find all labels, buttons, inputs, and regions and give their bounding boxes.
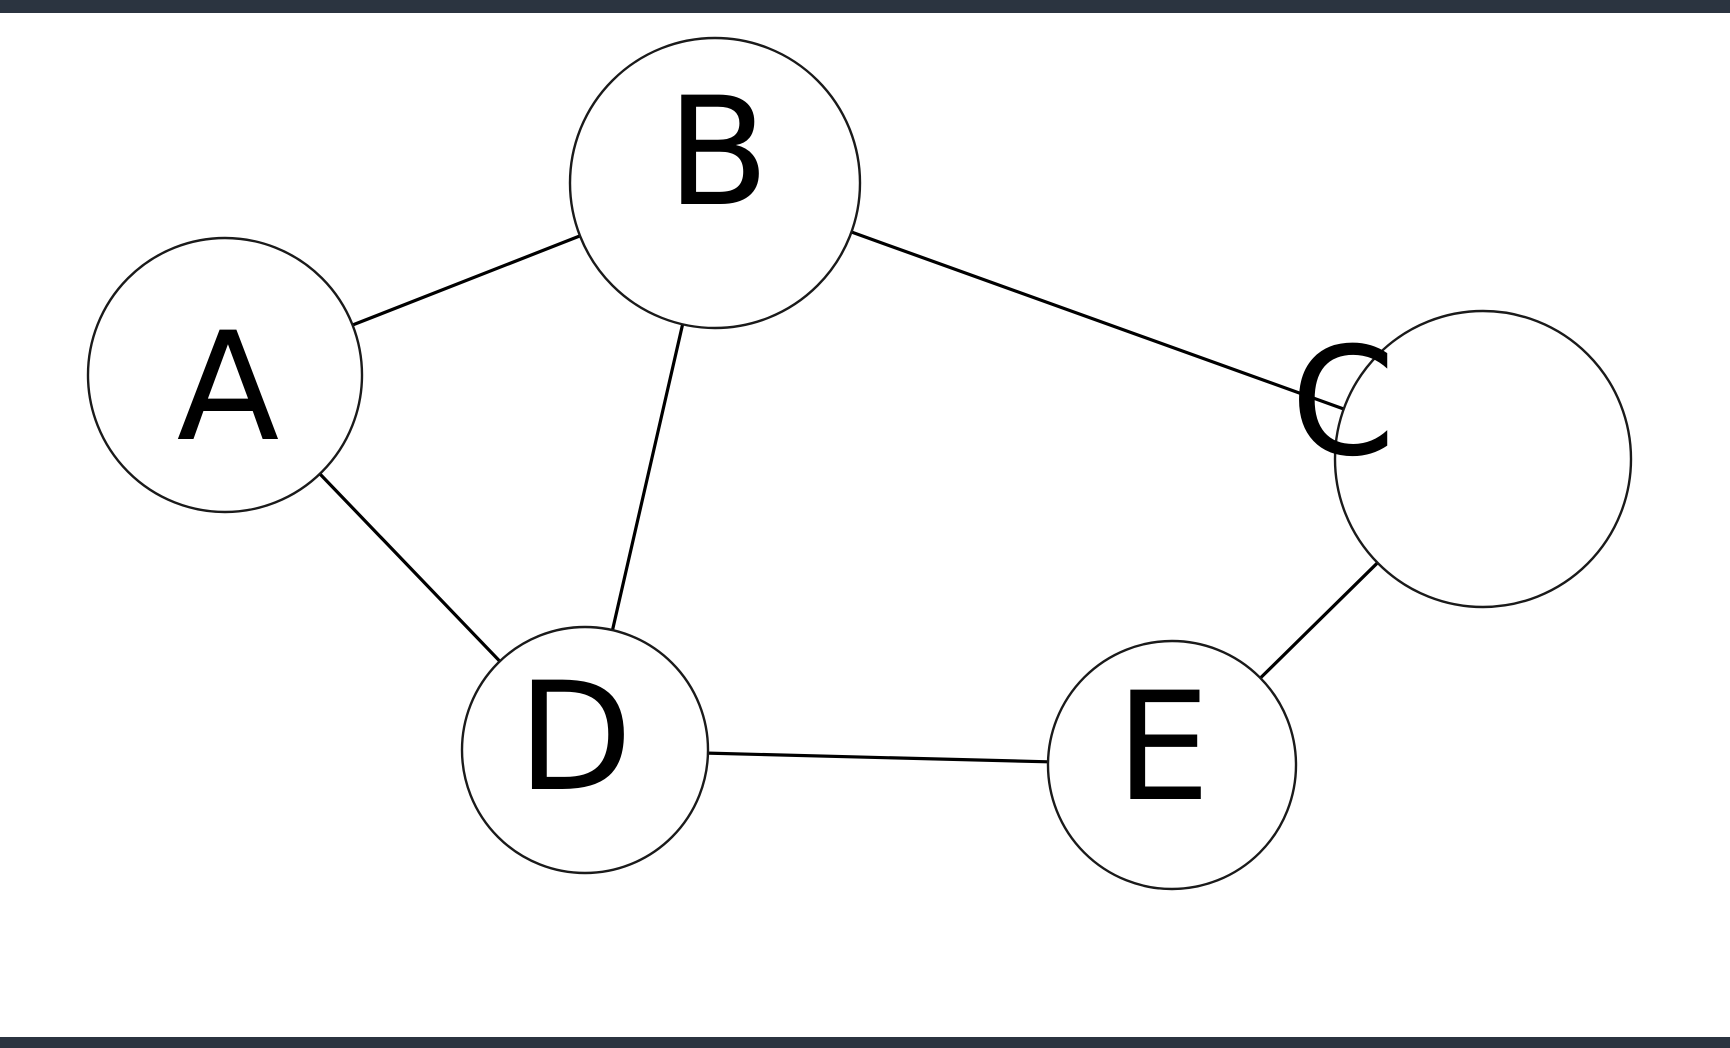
- window-chrome-bottom-bar: [0, 1037, 1730, 1048]
- graph-edge-d-e: [706, 751, 1050, 764]
- graph-edge-b-c: [849, 230, 1346, 411]
- figure-canvas: A B C D E: [0, 13, 1730, 1037]
- node-layer: A B C D E: [86, 36, 1633, 891]
- graph-node-label-c: C: [1291, 316, 1396, 490]
- graph-node-label-b: B: [667, 66, 770, 240]
- graph-node-d[interactable]: D: [460, 625, 710, 875]
- graph-node-circle-a[interactable]: [86, 236, 364, 514]
- graph-edge-a-b: [350, 234, 582, 327]
- graph-node-c[interactable]: C: [1291, 309, 1633, 609]
- graph-node-circle-d[interactable]: [460, 625, 710, 875]
- graph-node-label-d: D: [517, 651, 633, 825]
- graph-figure: A B C D E: [86, 36, 1633, 891]
- graph-node-e[interactable]: E: [1046, 639, 1298, 891]
- edge-layer: [318, 230, 1380, 764]
- graph-node-a[interactable]: A: [86, 236, 364, 514]
- window-chrome-top-bar: [0, 0, 1730, 13]
- graph-node-label-e: E: [1116, 661, 1211, 835]
- graph-edge-a-d: [318, 472, 502, 663]
- graph-node-b[interactable]: B: [568, 36, 862, 330]
- graph-node-circle-c[interactable]: [1333, 309, 1633, 609]
- graph-edge-b-d: [610, 322, 685, 632]
- graph-node-circle-e[interactable]: [1046, 639, 1298, 891]
- graph-node-label-a: A: [177, 301, 280, 475]
- graph-node-circle-b[interactable]: [568, 36, 862, 330]
- graph-edge-c-e: [1258, 561, 1380, 680]
